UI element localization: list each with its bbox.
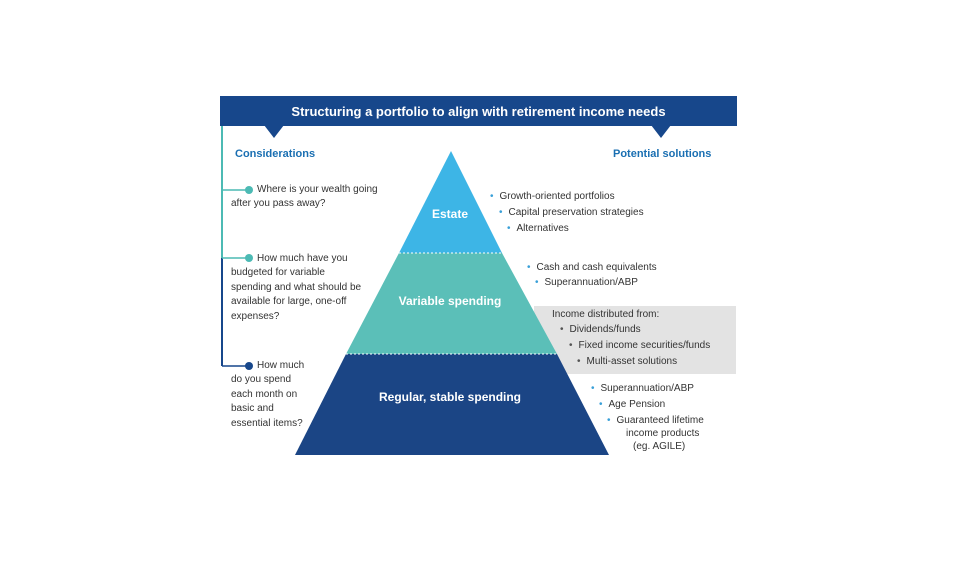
question-estate: Where is your wealth going (257, 183, 378, 198)
income-item-text: Multi-asset solutions (586, 356, 678, 367)
question-line: spending and what should be (231, 281, 362, 293)
bullet-icon: • (507, 223, 511, 234)
bullet-icon: • (490, 191, 494, 202)
question-line: budgeted for variable (231, 267, 325, 278)
question-regular: How much (257, 359, 304, 374)
solution-estate-3: • Alternatives (507, 223, 569, 234)
question-line: Where is your wealth going (257, 184, 378, 195)
income-box-background (534, 306, 736, 374)
bullet-icon: • (535, 277, 539, 288)
question-line: basic and (231, 403, 274, 414)
question-regular-cont: do you spend each month on basic and ess… (231, 373, 303, 431)
title-banner: Structuring a portfolio to align with re… (220, 96, 737, 126)
tier-label-regular: Regular, stable spending (378, 390, 522, 404)
solution-regular-1: • Superannuation/ABP (591, 383, 694, 394)
connector-dot-variable (245, 254, 253, 262)
solution-regular-3-line3: (eg. AGILE) (633, 441, 686, 452)
bullet-icon: • (527, 262, 531, 273)
bullet-icon: • (560, 324, 564, 335)
pyramid-tier-variable (346, 253, 557, 354)
solution-variable-1: • Cash and cash equivalents (527, 262, 657, 273)
considerations-heading: Considerations (235, 148, 316, 160)
connector-dot-regular (245, 362, 253, 370)
question-line: available for large, one-off (231, 296, 347, 307)
question-line: do you spend (231, 374, 292, 385)
potential-solutions-heading: Potential solutions (613, 148, 712, 160)
question-line: expenses? (231, 310, 280, 322)
solution-variable-2: • Superannuation/ABP (535, 277, 638, 288)
solution-regular-3: • Guaranteed lifetime (607, 415, 704, 426)
question-line: each month on (231, 388, 298, 400)
income-item-3: • Multi-asset solutions (577, 356, 677, 367)
solution-text: Alternatives (516, 223, 569, 234)
connector-dot-estate (245, 186, 253, 194)
banner-pointer-right (651, 125, 671, 138)
solution-text: Guaranteed lifetime (616, 415, 704, 426)
income-item-text: Dividends/funds (569, 324, 641, 335)
solution-estate-1: • Growth-oriented portfolios (490, 191, 615, 202)
title-text: Structuring a portfolio to align with re… (291, 103, 666, 119)
pyramid-tier-regular (295, 354, 609, 455)
bullet-icon: • (569, 340, 573, 351)
bullet-icon: • (591, 383, 595, 394)
solution-regular-2: • Age Pension (599, 399, 665, 410)
income-box-heading: Income distributed from: (552, 309, 660, 320)
question-line: after you pass away? (231, 198, 326, 209)
solution-text: Growth-oriented portfolios (499, 191, 615, 202)
banner-pointer-left (264, 125, 284, 138)
bullet-icon: • (577, 356, 581, 367)
question-line: How much (257, 360, 305, 371)
solution-text: Cash and cash equivalents (536, 262, 657, 273)
question-estate-cont: after you pass away? (231, 197, 326, 212)
question-line: essential items? (231, 417, 303, 429)
solution-text: Superannuation/ABP (600, 383, 694, 394)
bullet-icon: • (599, 399, 603, 410)
tier-label-estate: Estate (431, 207, 469, 221)
solution-text: Superannuation/ABP (544, 277, 638, 288)
income-item-1: • Dividends/funds (560, 324, 641, 335)
solution-text: Age Pension (608, 399, 666, 410)
question-variable: How much have you (257, 252, 348, 267)
question-variable-cont: budgeted for variable spending and what … (231, 266, 361, 324)
solution-regular-3-line2: income products (626, 428, 700, 439)
solution-text: Capital preservation strategies (508, 207, 644, 218)
income-item-2: • Fixed income securities/funds (569, 340, 710, 351)
bullet-icon: • (499, 207, 503, 218)
bullet-icon: • (607, 415, 611, 426)
income-item-text: Fixed income securities/funds (578, 340, 711, 351)
tier-label-variable: Variable spending (398, 294, 502, 308)
pyramid-tier-estate (399, 151, 502, 253)
question-line: How much have you (257, 253, 348, 264)
solution-estate-2: • Capital preservation strategies (499, 207, 644, 218)
